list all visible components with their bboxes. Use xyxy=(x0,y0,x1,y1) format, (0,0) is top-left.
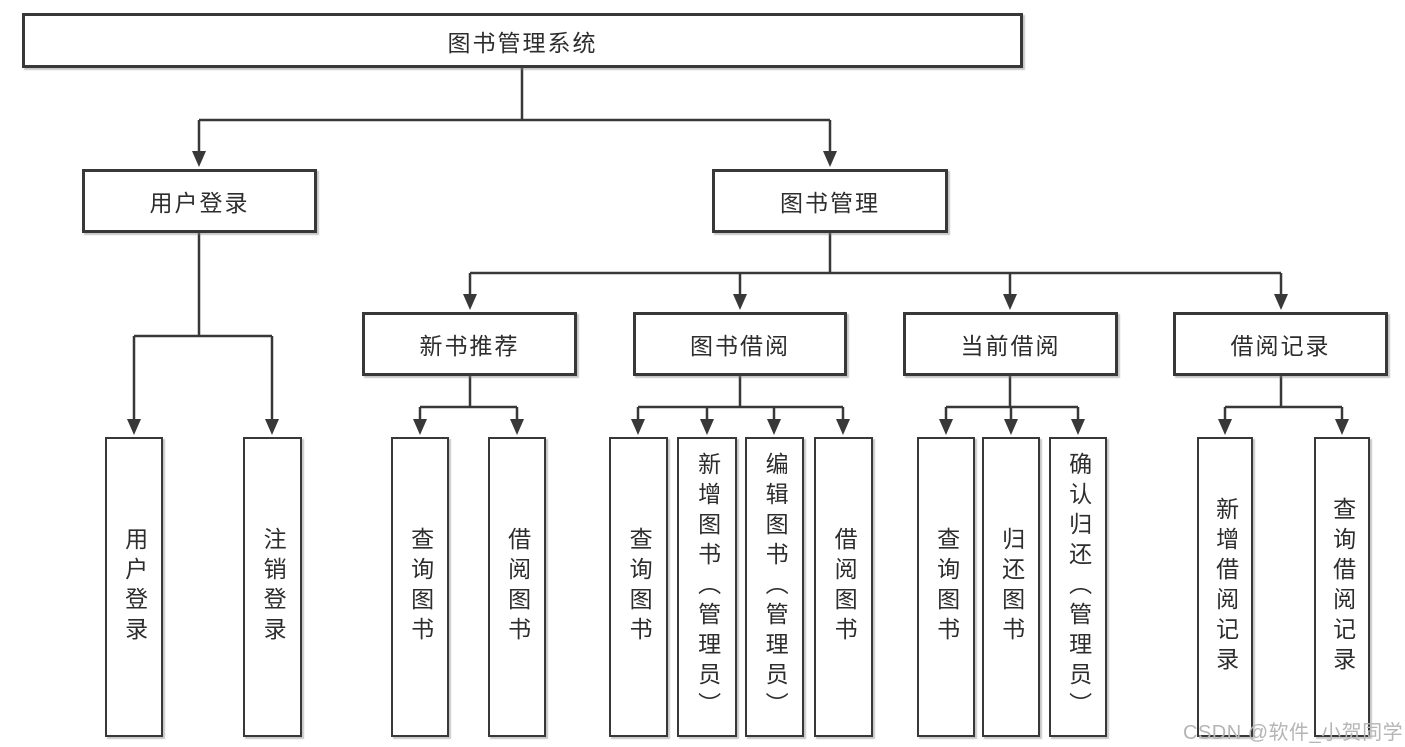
node-library-management-system: 图书管理系统 xyxy=(22,13,1023,68)
node-label: 借阅记录 xyxy=(1230,333,1331,359)
node-label: 当前借阅 xyxy=(960,333,1061,359)
node-label: 图书管理 xyxy=(780,190,880,216)
node-new-book-recommendation: 新书推荐 xyxy=(362,312,577,376)
node-user-login: 用户登录 xyxy=(82,169,317,233)
leaf-user-login: 用户登录 xyxy=(105,437,163,737)
leaf-newrec-borrow-books: 借阅图书 xyxy=(488,437,546,737)
leaf-label: 新增借阅记录 xyxy=(1212,497,1239,677)
node-label: 用户登录 xyxy=(149,190,250,216)
node-label: 图书管理系统 xyxy=(447,29,598,56)
leaf-records-add-borrow-record: 新增借阅记录 xyxy=(1197,437,1253,737)
leaf-label: 借阅图书 xyxy=(831,527,858,647)
leaf-current-confirm-return-admin: 确认归还（管理员） xyxy=(1049,437,1107,737)
leaf-label: 查询图书 xyxy=(407,527,434,647)
leaf-newrec-query-books: 查询图书 xyxy=(391,437,449,737)
leaf-label: 注销登录 xyxy=(260,527,287,647)
leaf-label: 查询借阅记录 xyxy=(1329,497,1356,677)
node-borrowing-records: 借阅记录 xyxy=(1173,312,1388,376)
node-label: 图书借阅 xyxy=(690,333,790,359)
leaf-logout: 注销登录 xyxy=(243,437,302,737)
leaf-label: 新增图书（管理员） xyxy=(694,452,721,722)
arrowhead-icons xyxy=(127,151,1349,435)
leaf-current-query-books: 查询图书 xyxy=(917,437,975,737)
leaf-borrow-query-books: 查询图书 xyxy=(609,437,668,737)
leaf-label: 编辑图书（管理员） xyxy=(762,452,789,722)
leaf-label: 归还图书 xyxy=(998,527,1025,647)
leaf-borrow-borrow-books: 借阅图书 xyxy=(814,437,873,737)
node-book-management: 图书管理 xyxy=(712,169,948,233)
leaf-borrow-add-books-admin: 新增图书（管理员） xyxy=(677,437,737,737)
leaf-records-query-borrow-record: 查询借阅记录 xyxy=(1314,437,1370,737)
leaf-current-return-books: 归还图书 xyxy=(982,437,1040,737)
node-book-borrowing: 图书借阅 xyxy=(633,312,847,376)
node-current-borrowing: 当前借阅 xyxy=(903,312,1118,376)
watermark: CSDN @软件_小贺同学 xyxy=(1183,722,1404,744)
leaf-label: 确认归还（管理员） xyxy=(1065,452,1092,722)
leaf-label: 查询图书 xyxy=(626,527,653,647)
leaf-borrow-edit-books-admin: 编辑图书（管理员） xyxy=(745,437,804,737)
leaf-label: 借阅图书 xyxy=(504,527,531,647)
node-label: 新书推荐 xyxy=(419,333,520,359)
leaf-label: 用户登录 xyxy=(121,527,148,647)
leaf-label: 查询图书 xyxy=(933,527,960,647)
